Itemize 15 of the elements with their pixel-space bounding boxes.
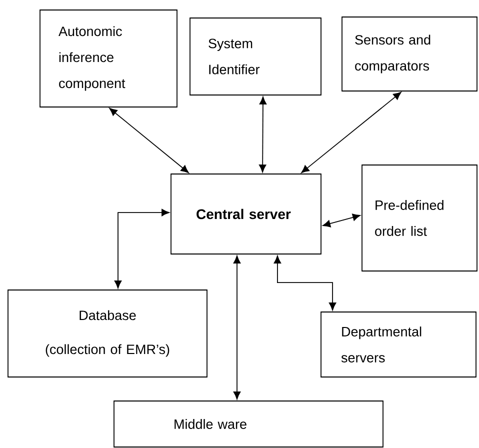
- process-box: Database (collection of EMR’s): [8, 290, 208, 378]
- process-box: Middle ware: [114, 400, 384, 448]
- process-box: Pre-defined order list: [362, 164, 478, 272]
- arrow: [114, 208, 170, 288]
- process-box: System Identifier: [190, 18, 322, 96]
- server-box: Central server: [170, 174, 322, 254]
- process-box: Departmental servers: [320, 312, 476, 378]
- arrow: [233, 256, 241, 400]
- process-box: Autonomic inference component: [40, 10, 178, 108]
- arrow: [322, 214, 360, 228]
- arrow: [301, 92, 402, 173]
- arrow: [109, 108, 189, 173]
- process-box: Sensors and comparators: [342, 16, 478, 92]
- arrow: [259, 96, 267, 172]
- arrow: [274, 256, 336, 310]
